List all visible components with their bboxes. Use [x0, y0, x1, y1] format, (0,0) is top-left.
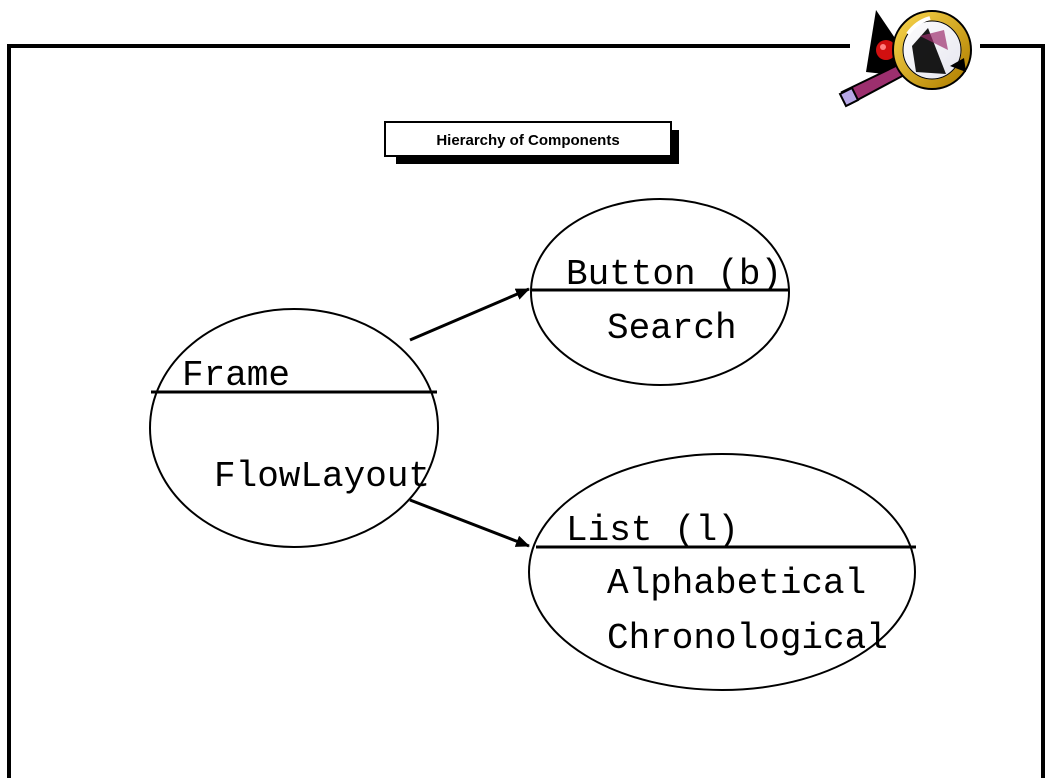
- list-node-name: List (l): [566, 510, 739, 551]
- button-node-detail: Search: [607, 308, 737, 349]
- slide-frame: [7, 44, 1045, 778]
- list-node-detail-line-2: Chronological: [607, 618, 888, 659]
- diagram-title: Hierarchy of Components: [436, 132, 619, 149]
- list-node: List (l) Alphabetical Chronological: [528, 453, 916, 691]
- frame-node-ellipse: [149, 308, 439, 548]
- list-node-ellipse: [528, 453, 916, 691]
- edge-frame-to-list: [409, 498, 530, 548]
- title-box: Hierarchy of Components: [384, 121, 679, 164]
- duke-magnifier-logo: [838, 10, 972, 108]
- frame-node: Frame FlowLayout: [149, 308, 439, 548]
- button-node-name: Button (b): [566, 254, 782, 295]
- button-node-ellipse: [530, 198, 790, 386]
- frame-node-detail: FlowLayout: [214, 456, 430, 497]
- list-node-detail-line-1: Alphabetical: [607, 563, 866, 604]
- button-node: Button (b) Search: [530, 198, 790, 386]
- edges: [409, 287, 530, 548]
- title-box-panel: [384, 121, 672, 157]
- frame-node-name: Frame: [182, 355, 290, 396]
- edge-frame-to-button: [409, 287, 530, 342]
